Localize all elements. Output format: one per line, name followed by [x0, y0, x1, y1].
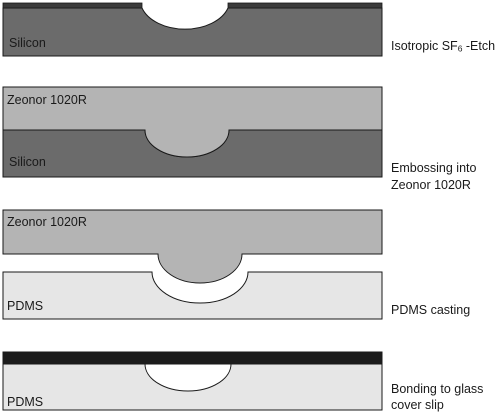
silicon-label-1: Silicon — [9, 36, 46, 50]
glass-cover-slip — [2, 351, 383, 365]
zeonor-label-3: Zeonor 1020R — [7, 215, 87, 229]
pdms-label-3: PDMS — [7, 299, 43, 313]
step-3-pdms-casting: Zeonor 1020R PDMS PDMS casting — [2, 209, 470, 320]
etch-mask-left — [2, 2, 143, 9]
etch-mask-right — [227, 2, 383, 9]
pdms-layer-3 — [2, 271, 383, 320]
caption-isotropic-etch: Isotropic SF6 -Etch — [391, 39, 495, 54]
silicon-substrate-1 — [2, 7, 383, 57]
caption-bonding-line-1: Bonding to glass — [391, 382, 483, 396]
caption-bonding-line-2: cover slip — [391, 398, 444, 412]
step-2-embossing: Zeonor 1020R Silicon Embossing into Zeon… — [2, 86, 477, 192]
zeonor-layer-2 — [2, 86, 383, 158]
pdms-label-4: PDMS — [7, 395, 43, 409]
caption-embossing-line-2: Zeonor 1020R — [391, 178, 471, 192]
caption-embossing-line-1: Embossing into — [391, 161, 477, 175]
step-4-bonding: PDMS Bonding to glass cover slip — [2, 351, 483, 412]
zeonor-mold-3 — [2, 209, 383, 284]
zeonor-label-2: Zeonor 1020R — [7, 93, 87, 107]
caption-pdms-casting: PDMS casting — [391, 303, 470, 317]
pdms-layer-4 — [2, 363, 383, 411]
silicon-label-2: Silicon — [9, 155, 46, 169]
step-1-isotropic-etch: Silicon Isotropic SF6 -Etch — [2, 2, 495, 57]
